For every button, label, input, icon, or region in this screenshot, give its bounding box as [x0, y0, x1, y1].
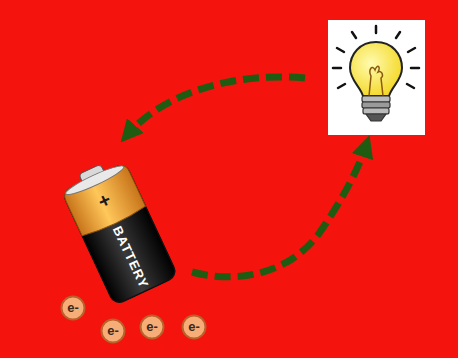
- bulb-glass: [350, 42, 402, 96]
- electron: e-: [60, 295, 86, 321]
- electron: e-: [100, 318, 126, 344]
- current-arrow: [192, 146, 366, 277]
- electron-label: e-: [67, 300, 79, 315]
- electron-label: e-: [188, 319, 200, 334]
- light-bulb: [328, 20, 425, 135]
- battery: +BATTERY: [57, 153, 180, 307]
- bulb-panel: [328, 20, 425, 135]
- filament: [369, 66, 383, 96]
- current-arrow: [128, 77, 305, 134]
- electron: e-: [181, 314, 207, 340]
- electron-label: e-: [107, 323, 119, 338]
- electron: e-: [139, 314, 165, 340]
- electron-label: e-: [146, 319, 158, 334]
